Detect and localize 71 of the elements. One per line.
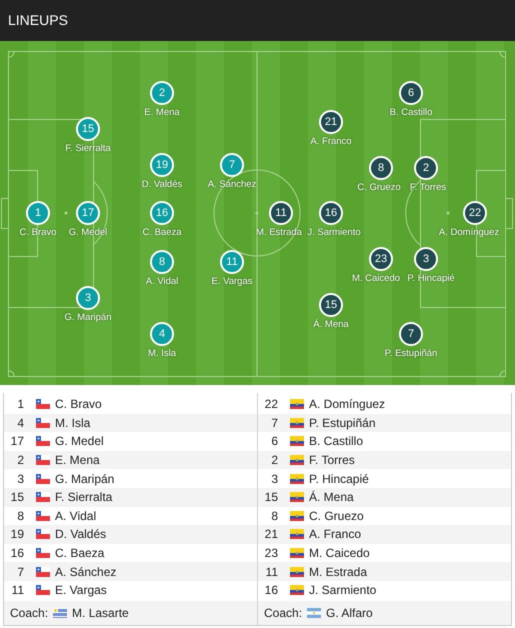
- shirt-number: 4: [16, 414, 24, 432]
- shirt-number: 8: [16, 508, 24, 525]
- shirt-number: 17: [10, 433, 24, 450]
- player-name: F. Sierralta: [55, 489, 112, 506]
- shirt-number: 2: [270, 452, 278, 470]
- player-name: C. Baeza: [142, 227, 182, 239]
- player-name: E. Mena: [144, 107, 180, 119]
- shirt-number: 15: [264, 489, 278, 506]
- player-name: C. Gruezo: [309, 508, 364, 525]
- player-name: A. Domínguez: [438, 227, 500, 239]
- player-name: P. Hincapié: [309, 470, 369, 488]
- shirt-number: 16: [264, 582, 278, 600]
- shirt-number: 21: [264, 526, 278, 544]
- player-name: Á. Mena: [313, 319, 349, 331]
- player-name: A. Franco: [310, 136, 352, 148]
- player-name: M. Caicedo: [309, 545, 370, 562]
- shirt-number: 11: [10, 582, 24, 600]
- shirt-number: 1: [16, 396, 24, 414]
- player-name: D. Valdés: [55, 526, 106, 544]
- shirt-number: 6: [270, 433, 278, 450]
- player-name: A. Sánchez: [208, 179, 256, 191]
- player-name: C. Bravo: [55, 396, 102, 414]
- player-name: C. Baeza: [55, 545, 104, 562]
- player-name: A. Sánchez: [55, 564, 116, 581]
- player-name: E. Vargas: [211, 276, 252, 288]
- shirt-number: 16: [10, 545, 24, 562]
- shirt-number: 8: [270, 508, 278, 525]
- player-name: C. Gruezo: [357, 182, 401, 194]
- player-name: F. Torres: [410, 182, 446, 194]
- player-name: A. Vidal: [55, 508, 96, 525]
- coach-name: G. Alfaro: [326, 604, 373, 622]
- player-name: J. Sarmiento: [307, 227, 361, 239]
- player-name: Á. Mena: [309, 489, 354, 506]
- player-name: B. Castillo: [309, 433, 364, 450]
- player-name: E. Vargas: [55, 582, 107, 600]
- player-name: D. Valdés: [142, 179, 182, 191]
- player-name: F. Torres: [309, 452, 355, 470]
- player-name: G. Medel: [68, 227, 108, 239]
- player-name: J. Sarmiento: [309, 582, 376, 600]
- player-name: P. Estupiñán: [309, 414, 376, 432]
- coach-name: M. Lasarte: [72, 604, 129, 622]
- player-name: B. Castillo: [390, 107, 432, 119]
- shirt-number: 3: [270, 470, 278, 488]
- player-name: G. Medel: [55, 433, 104, 450]
- player-name: P. Estupiñán: [384, 348, 438, 360]
- player-name: A. Vidal: [146, 276, 178, 288]
- player-name: A. Franco: [309, 526, 362, 544]
- player-name: E. Mena: [55, 452, 100, 470]
- shirt-number: 7: [16, 564, 24, 581]
- player-name: M. Estrada: [256, 227, 302, 239]
- shirt-number: 22: [264, 396, 278, 414]
- shirt-number: 3: [16, 470, 24, 488]
- player-name: G. Maripán: [64, 312, 112, 324]
- coach-label: Coach:: [264, 604, 302, 622]
- shirt-number: 19: [10, 526, 24, 544]
- player-name: G. Maripán: [55, 470, 114, 488]
- player-name: F. Sierralta: [65, 143, 111, 155]
- shirt-number: 15: [10, 489, 24, 506]
- player-name: A. Domínguez: [309, 396, 386, 414]
- player-name: M. Isla: [148, 348, 176, 360]
- shirt-number: 2: [16, 452, 24, 470]
- shirt-number: 7: [270, 414, 278, 432]
- player-name: M. Estrada: [309, 564, 368, 581]
- player-name: M. Caicedo: [352, 273, 400, 285]
- coach-label: Coach:: [10, 604, 48, 622]
- player-name: P. Hincapié: [407, 273, 455, 285]
- player-name: C. Bravo: [20, 227, 56, 239]
- title: LINEUPS: [8, 11, 68, 30]
- shirt-number: 23: [264, 545, 278, 562]
- player-name: M. Isla: [55, 414, 90, 432]
- shirt-number: 11: [264, 564, 278, 581]
